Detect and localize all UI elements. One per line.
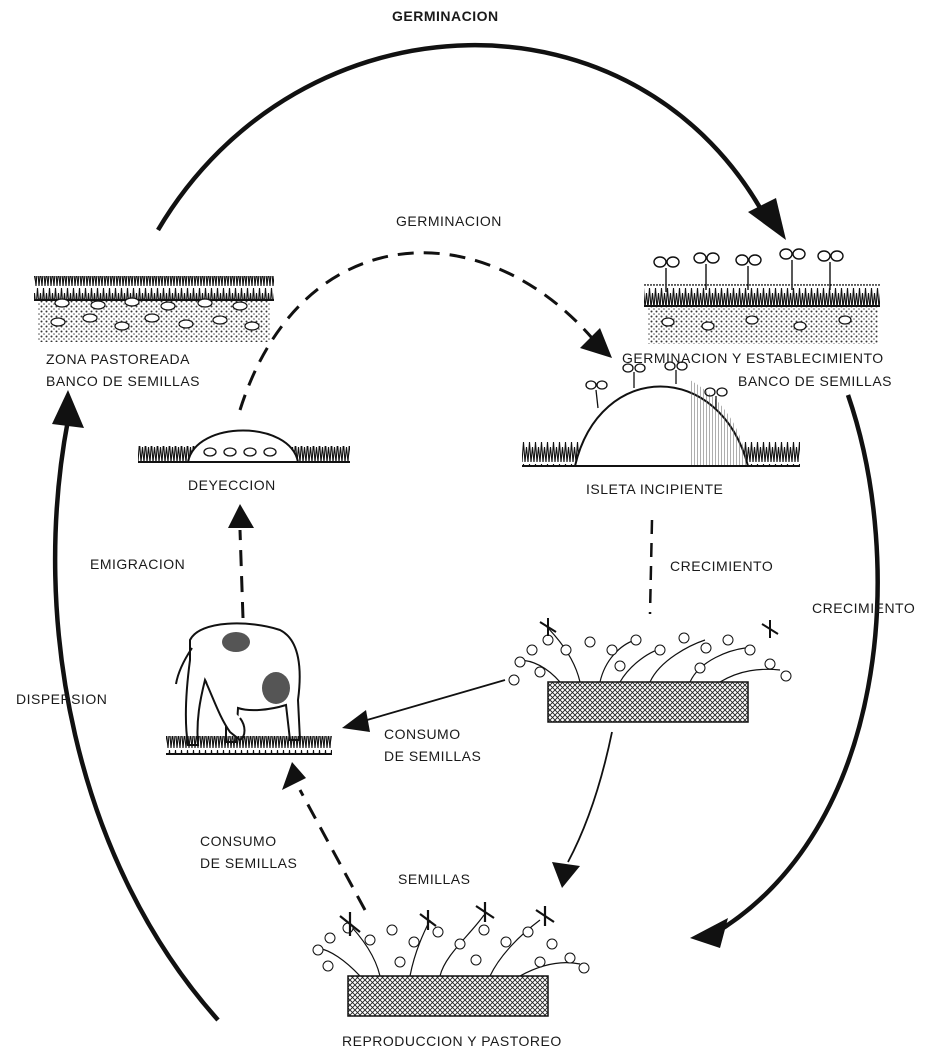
arrow-crecimiento-outer	[710, 394, 880, 937]
reproduccion-illustration	[312, 902, 590, 1017]
arrowhead-crecimiento-outer	[690, 918, 728, 948]
arrowhead-consumo-left	[282, 762, 306, 790]
zona-banco-label: BANCO DE SEMILLAS	[46, 373, 200, 389]
establecimiento-banco-label: BANCO DE SEMILLAS	[738, 373, 892, 389]
deyeccion-label: DEYECCION	[188, 477, 276, 493]
reproduccion-pastoreo-label: REPRODUCCION Y PASTOREO	[342, 1033, 562, 1049]
consumo-left-sublabel: DE SEMILLAS	[200, 855, 298, 871]
emigracion-label: EMIGRACION	[90, 556, 186, 572]
arrowhead-germinacion-top	[748, 198, 786, 240]
zona-pastoreada-label: ZONA PASTOREADA	[46, 351, 190, 367]
cow-illustration	[166, 622, 332, 755]
zona-pastoreada-illustration	[34, 276, 274, 342]
arrow-dispersion	[52, 419, 220, 1022]
arrowhead-emigracion	[228, 504, 254, 528]
arrowhead-consumo-right	[342, 710, 370, 732]
arrow-consumo-left-dashed	[298, 789, 367, 911]
germinacion-establecimiento-label: GERMINACION Y ESTABLECIMIENTO	[622, 350, 884, 366]
consumo-left-label: CONSUMO	[200, 833, 277, 849]
germinacion-top-label: GERMINACION	[392, 8, 499, 24]
consumo-right-label: CONSUMO	[384, 726, 461, 742]
germinacion-establecimiento-illustration	[644, 248, 880, 344]
crecimiento-outer-label: CRECIMIENTO	[812, 600, 916, 616]
arrow-germinacion-top	[156, 43, 770, 232]
crecimiento-illustration	[508, 618, 792, 723]
isleta-incipiente-illustration	[522, 361, 800, 467]
arrowhead-dispersion	[52, 390, 84, 428]
arrowhead-germinacion-dashed	[580, 328, 612, 358]
arrow-consumo-right	[359, 679, 506, 723]
germinacion-inner-label: GERMINACION	[396, 213, 502, 229]
arrow-semillas-down	[567, 731, 613, 863]
arrowhead-semillas-down	[552, 862, 580, 888]
consumo-right-sublabel: DE SEMILLAS	[384, 748, 482, 764]
dispersion-label: DISPERSION	[16, 691, 108, 707]
arrow-crecimiento-dashed	[648, 519, 654, 615]
deyeccion-illustration	[138, 429, 350, 463]
arrow-emigracion-dashed	[238, 529, 245, 619]
isleta-incipiente-label: ISLETA INCIPIENTE	[586, 481, 724, 497]
semillas-label: SEMILLAS	[398, 871, 471, 887]
crecimiento-inner-label: CRECIMIENTO	[670, 558, 774, 574]
arrow-germinacion-dashed	[238, 251, 594, 411]
